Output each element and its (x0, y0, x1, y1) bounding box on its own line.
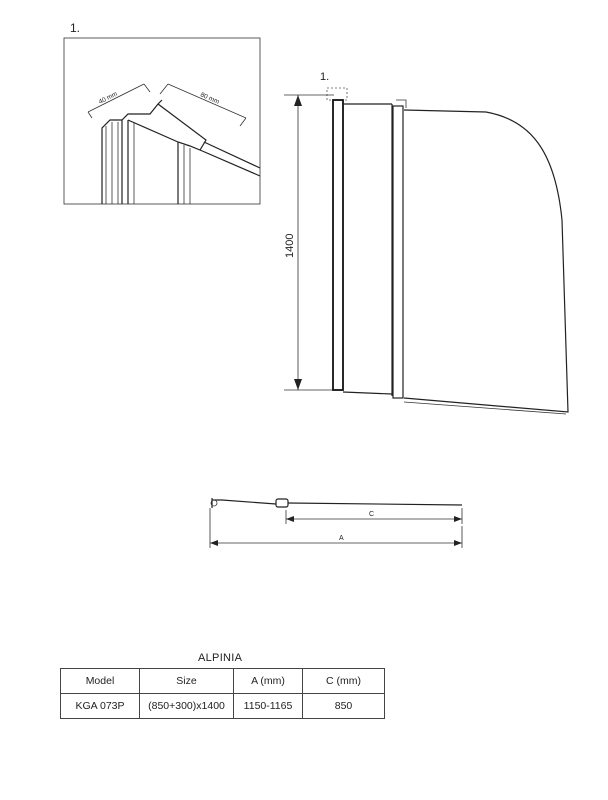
detail-dim-80: 80 mm (199, 91, 220, 105)
header-model: Model (60, 668, 140, 694)
detail-dim-80-line (159, 83, 247, 127)
top-swing-glass (287, 502, 463, 506)
dim-c-line (285, 508, 463, 524)
height-dim-lines (284, 94, 334, 391)
table-title: ALPINIA (198, 652, 243, 664)
cell-size: (850+300)x1400 (139, 693, 234, 719)
detail-profile-left (101, 119, 123, 204)
detail-dim-40: 40 mm (98, 91, 119, 106)
detail-number: 1. (70, 21, 80, 35)
top-hinge (275, 498, 289, 508)
front-callout: 1. (320, 71, 329, 83)
detail-rail (199, 141, 261, 177)
cell-a: 1150-1165 (233, 693, 303, 719)
hinge-top (396, 99, 407, 108)
swing-panel-bottom (403, 401, 567, 415)
callout-box (326, 87, 348, 101)
dim-a-label: A (339, 535, 344, 542)
table-header-row: Model Size A (mm) C (mm) (60, 668, 385, 694)
detail-dim-40-line (87, 83, 151, 119)
dim-a-line (209, 508, 463, 548)
swing-panel (403, 109, 569, 413)
detail-top-cap (121, 99, 163, 121)
detail-frame (63, 37, 261, 205)
header-a: A (mm) (233, 668, 303, 694)
detail-glass-top (127, 103, 207, 151)
table-row: KGA 073P (850+300)x1400 1150-1165 850 (60, 693, 385, 719)
detail-profile-lines (105, 122, 119, 204)
wall-profile (332, 99, 344, 391)
detail-glass-inner (133, 123, 191, 204)
fixed-panel-edges (342, 103, 393, 395)
top-fixed-glass (221, 499, 277, 505)
hinge-profile (392, 105, 404, 399)
cell-c: 850 (302, 693, 385, 719)
spec-table: Model Size A (mm) C (mm) KGA 073P (850+3… (60, 668, 385, 719)
front-view: 1. 1400 (284, 71, 569, 415)
top-view: C A (209, 498, 463, 548)
detail-glass-edges (127, 120, 179, 204)
cell-model: KGA 073P (60, 693, 140, 719)
detail-inset: 1. 40 mm 80 mm (63, 21, 261, 205)
top-wall-pivot (210, 499, 218, 507)
dim-c-label: C (369, 511, 374, 518)
height-label: 1400 (284, 234, 296, 258)
header-c: C (mm) (302, 668, 385, 694)
header-size: Size (139, 668, 234, 694)
